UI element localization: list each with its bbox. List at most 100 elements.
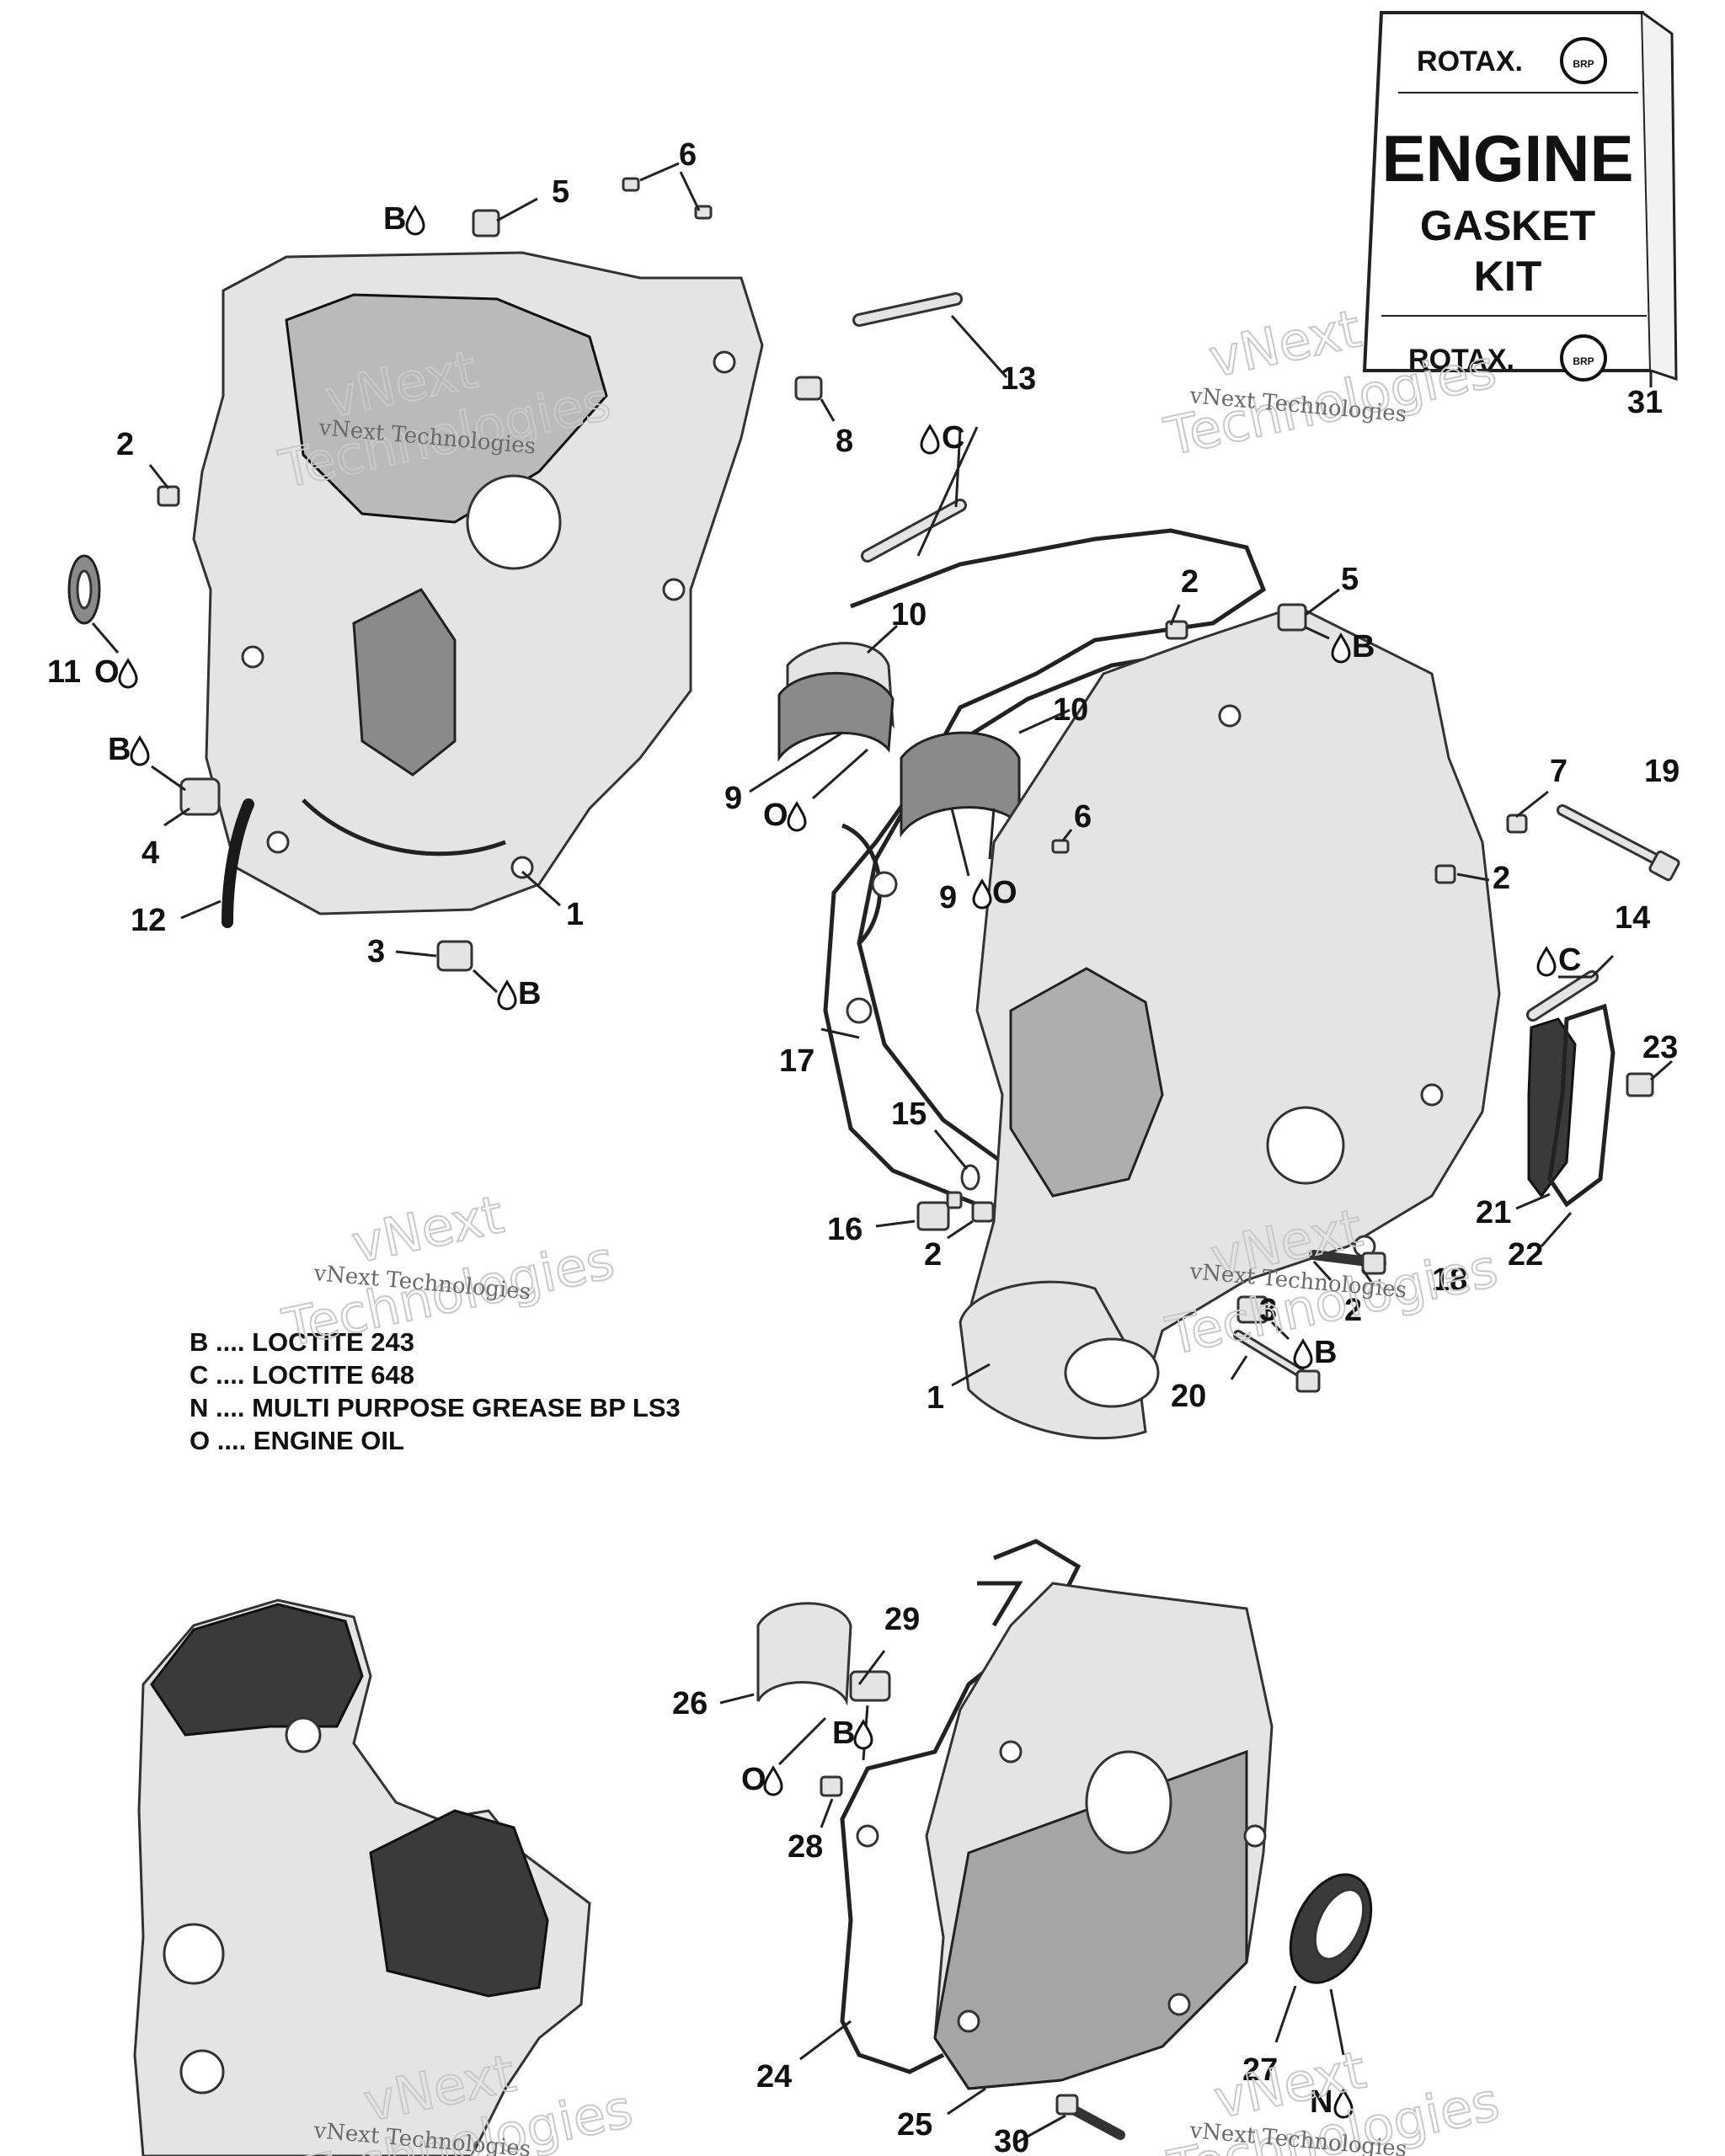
kit-badge-bottom: BRP [1573, 355, 1594, 367]
bolt-30 [1055, 2094, 1125, 2140]
gasket-kit-box: ROTAX. BRP ENGINE GASKET KIT ROTAX. BRP [1362, 11, 1678, 382]
plug-3-left [436, 940, 473, 972]
cover-22 [1547, 1003, 1616, 1208]
callout-14: 14 [1615, 900, 1650, 936]
callout-16: 16 [827, 1212, 862, 1247]
dowel-2-left [157, 485, 180, 507]
callout-11: 11 [47, 654, 81, 690]
callout-27: 27 [1242, 2052, 1278, 2088]
dowel-8 [794, 376, 823, 401]
legend-line-n: N .... MULTI PURPOSE GREASE BP LS3 [190, 1393, 681, 1422]
drop-icon [1536, 947, 1557, 977]
material-tags: B O B B C O B O C B O B N [94, 201, 1581, 2120]
callout-28: 28 [788, 1829, 823, 1865]
gasket-24 [840, 1539, 1081, 2074]
bolt-19 [1557, 804, 1680, 882]
callout-20: 20 [1171, 1379, 1206, 1414]
bearing-10-right [900, 731, 1021, 838]
drop-icon [787, 802, 807, 832]
kit-brand-top: ROTAX. [1417, 45, 1523, 77]
brp-badge-top-icon [1560, 37, 1607, 84]
tag-o-9r: O [992, 875, 1017, 910]
legend-line-b: B .... LOCTITE 243 [190, 1327, 414, 1357]
bearing-10-left [777, 642, 895, 762]
pin-6-right [1051, 839, 1070, 854]
callout-7: 7 [1550, 754, 1567, 789]
plug-4 [179, 777, 221, 816]
stud-14 [1526, 970, 1599, 1022]
callout-21: 21 [1476, 1195, 1511, 1230]
tag-b-4: B [108, 732, 131, 767]
drop-icon [118, 659, 138, 689]
upper-crankcase-half-left [192, 251, 764, 915]
plug-28 [820, 1775, 843, 1797]
dowel-2-top-right [1165, 620, 1188, 640]
tag-b-3: B [518, 976, 541, 1011]
callout-3-right: 3 [1259, 1293, 1277, 1328]
callout-10-left: 10 [891, 597, 927, 632]
tag-o-11: O [94, 654, 120, 690]
callout-30: 30 [994, 2124, 1029, 2156]
callout-upper-6: 6 [679, 137, 697, 173]
drop-icon [1293, 1339, 1313, 1369]
callouts: 5 6 2 11 4 12 3 1 8 13 10 9 10 9 6 2 5 7… [47, 137, 1680, 2156]
tag-o-26: O [741, 1762, 766, 1797]
plug-3-right [1236, 1295, 1268, 1324]
callout-29: 29 [884, 1602, 920, 1637]
callout-6-right: 6 [1074, 799, 1092, 835]
kit-title-kit: KIT [1474, 253, 1542, 300]
tag-b-29: B [832, 1716, 855, 1751]
crankcase-half-right [959, 605, 1501, 1440]
kit-badge-top: BRP [1573, 58, 1594, 70]
callout-upper-1: 1 [566, 897, 584, 932]
drop-icon [763, 1766, 783, 1796]
callout-upper-5: 5 [552, 174, 569, 210]
callout-2-top-right: 2 [1181, 564, 1199, 600]
callout-1-right: 1 [927, 1380, 944, 1416]
callout-18: 18 [1432, 1262, 1467, 1298]
tag-b-5: B [383, 201, 406, 237]
callout-31: 31 [1627, 385, 1663, 420]
engine-assembly [133, 1598, 591, 2156]
leader-lines [91, 162, 1673, 2145]
cover-25 [925, 1582, 1274, 2090]
callout-10-right: 10 [1053, 692, 1088, 728]
legend-line-o: O .... ENGINE OIL [190, 1426, 404, 1455]
seal-27 [1289, 1873, 1373, 1984]
callout-13: 13 [1001, 361, 1036, 397]
callout-17: 17 [779, 1043, 814, 1079]
callout-2-bottom: 2 [924, 1237, 942, 1273]
drop-icon [920, 424, 940, 455]
tag-n-27: N [1310, 2084, 1332, 2120]
callout-upper-2: 2 [116, 427, 134, 462]
callout-5-right: 5 [1341, 562, 1359, 597]
callout-9-right: 9 [939, 880, 957, 915]
tag-b-5r: B [1352, 629, 1375, 664]
callout-12: 12 [131, 903, 166, 938]
bolt-18 [1309, 1250, 1386, 1275]
callout-26: 26 [672, 1686, 708, 1721]
drop-icon [405, 205, 425, 236]
tag-c-14: C [1558, 942, 1581, 978]
callout-upper-4: 4 [142, 835, 159, 871]
plug-5-left [472, 209, 500, 237]
dowel-2-bottom [971, 1201, 995, 1223]
drop-icon [853, 1720, 873, 1750]
callout-22: 22 [1508, 1237, 1543, 1273]
drop-icon [130, 736, 150, 766]
dowel-2-mid-right [1434, 864, 1456, 884]
bolt-23 [1626, 1072, 1654, 1097]
callout-2-mid-right: 2 [1493, 861, 1510, 896]
callout-24: 24 [756, 2059, 792, 2095]
callout-19: 19 [1644, 754, 1680, 789]
callout-15: 15 [891, 1097, 927, 1132]
tag-c-13: C [942, 420, 964, 456]
callout-2-lower-right: 2 [1344, 1293, 1362, 1328]
seal-11 [67, 554, 101, 625]
callout-upper-3: 3 [367, 934, 385, 969]
callout-23: 23 [1642, 1030, 1678, 1065]
legend-line-c: C .... LOCTITE 648 [190, 1360, 414, 1390]
callout-8: 8 [836, 424, 853, 459]
kit-brand-bottom: ROTAX. [1408, 344, 1514, 376]
